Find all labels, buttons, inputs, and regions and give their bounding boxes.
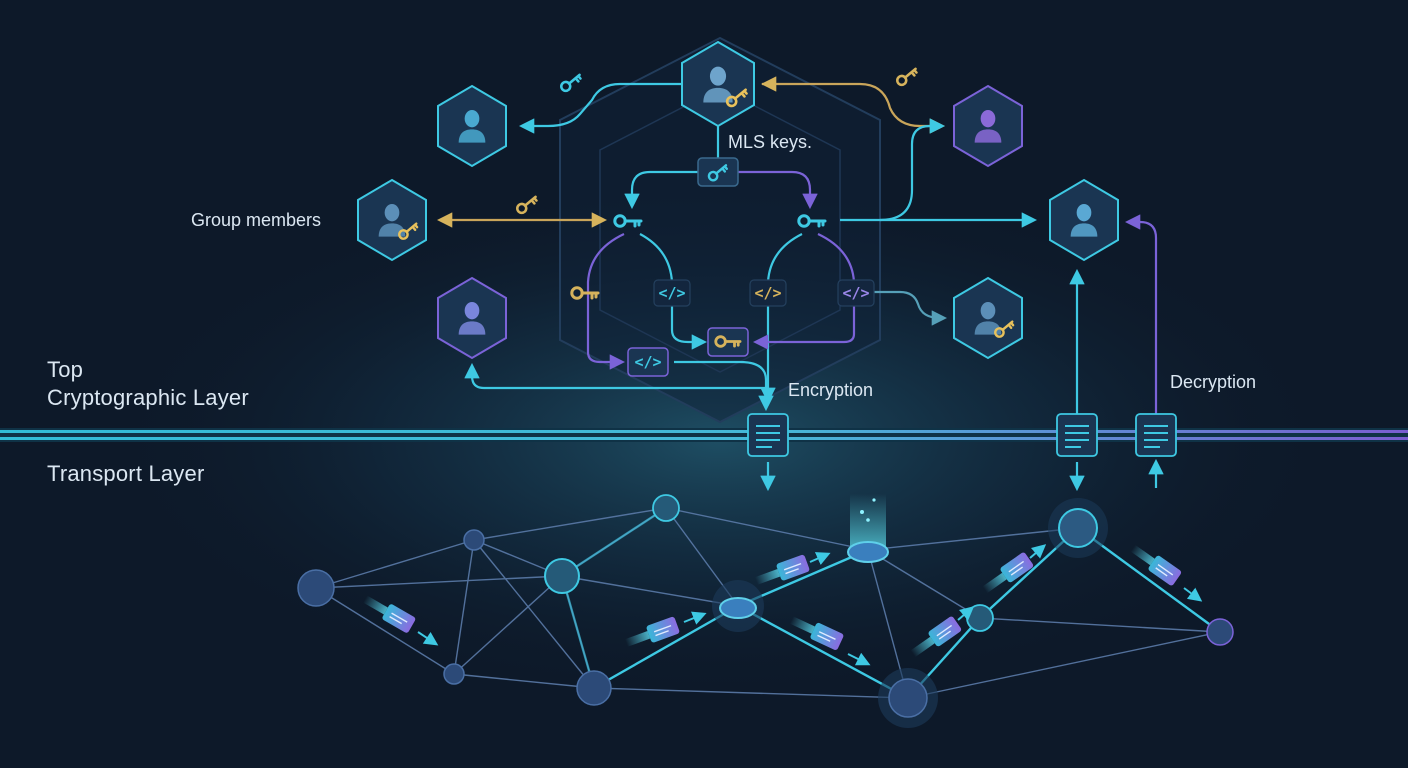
member-avatar-upper-left <box>437 84 507 168</box>
mls-key-box <box>697 157 739 187</box>
network-node <box>652 494 680 522</box>
packet-icon <box>910 616 962 658</box>
encryption-label: Encryption <box>788 380 874 400</box>
document-icon-encryption <box>747 413 789 457</box>
key-icons <box>514 64 920 357</box>
network-node <box>297 569 335 607</box>
network-node <box>719 597 757 619</box>
member-avatar-lower-right <box>953 276 1023 360</box>
network-node <box>576 670 612 706</box>
relay-node <box>847 541 889 563</box>
mls-group-hexagon <box>559 36 881 424</box>
code-brackets-icon: </> <box>653 279 691 307</box>
packet-icon <box>982 552 1034 594</box>
packet-icon <box>624 616 680 647</box>
decryption-label: Decryption <box>1170 372 1257 392</box>
network-node <box>1058 508 1098 548</box>
session-key-box <box>707 327 749 357</box>
top-layer-label-line1: Top <box>47 357 84 382</box>
layer-divider-band <box>0 428 1408 442</box>
network-node <box>463 529 485 551</box>
code-brackets-icon: </> <box>749 279 787 307</box>
packet-icon <box>789 616 844 650</box>
packet-icon <box>363 595 416 633</box>
svg-text:</>: </> <box>658 284 685 302</box>
packet-icon <box>1130 544 1182 586</box>
code-icons: </> </> </> </> <box>627 279 875 377</box>
transport-nodes <box>297 494 1234 728</box>
network-node <box>544 558 580 594</box>
group-members-label: Group members <box>191 210 322 230</box>
top-layer-label-line2: Cryptographic Layer <box>47 385 249 410</box>
member-avatar-lower-left <box>437 276 507 360</box>
relay-beam <box>850 494 886 550</box>
network-node <box>443 663 465 685</box>
document-icons <box>747 413 1177 457</box>
code-brackets-icon: </> <box>837 279 875 307</box>
crypto-flow-arrows <box>436 76 1164 492</box>
transport-layer-label: Transport Layer <box>47 461 205 486</box>
key-icon <box>558 70 584 94</box>
document-icon-decryption-a <box>1056 413 1098 457</box>
packet-icon <box>754 554 810 585</box>
svg-text:</>: </> <box>842 284 869 302</box>
member-avatar-right <box>1049 178 1119 262</box>
document-icon-decryption-b <box>1135 413 1177 457</box>
mls-keys-label: MLS keys. <box>728 132 813 152</box>
member-avatar-group-left <box>357 178 427 262</box>
svg-text:</>: </> <box>754 284 781 302</box>
key-icon <box>894 64 920 88</box>
group-member-tiles <box>357 40 1119 360</box>
packet-direction-arrows <box>417 544 1203 666</box>
network-node <box>888 678 928 718</box>
data-packets <box>363 544 1182 658</box>
network-node <box>1206 618 1234 646</box>
code-brackets-icon: </> <box>627 347 669 377</box>
member-avatar-upper-right <box>953 84 1023 168</box>
member-avatar-top <box>681 40 755 128</box>
svg-text:</>: </> <box>634 353 661 371</box>
